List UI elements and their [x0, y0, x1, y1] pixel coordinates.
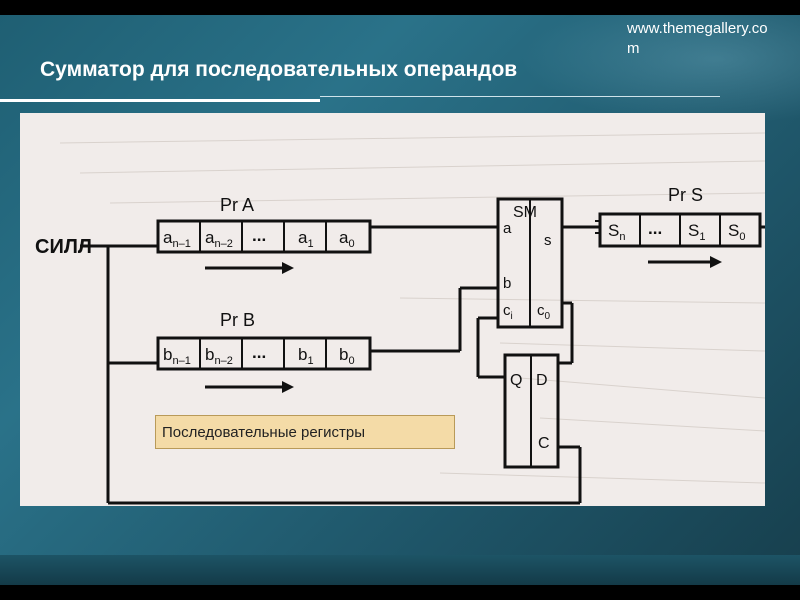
- adder-block: SM a s b ci c0: [498, 199, 562, 327]
- trigger-c: C: [538, 435, 550, 452]
- bottom-band: [0, 555, 800, 585]
- register-s-cell: Sn: [608, 221, 625, 243]
- shift-arrowhead-s: [710, 256, 722, 268]
- adder-carry-in: ci: [503, 302, 513, 322]
- register-b-cell: ...: [252, 343, 266, 362]
- registers-caption: Последовательные регистры: [155, 415, 455, 449]
- register-a-cell: a0: [339, 228, 355, 250]
- register-b-name: Pr B: [220, 310, 255, 330]
- register-a-name: Pr A: [220, 195, 254, 215]
- adder-input-a: a: [503, 220, 512, 237]
- adder-output-s: s: [544, 232, 552, 249]
- register-b-cell: bn–1: [163, 345, 191, 367]
- adder-input-b: b: [503, 275, 511, 292]
- register-s-name: Pr S: [668, 185, 703, 205]
- register-a-cell: a1: [298, 228, 314, 250]
- register-s-cell: ...: [648, 219, 662, 238]
- trigger-d: D: [536, 372, 548, 389]
- register-b-cell: b1: [298, 345, 314, 367]
- register-a: Pr A an–1 an–2 ... a1 a0: [158, 195, 370, 274]
- title-underline-thick: [0, 99, 320, 102]
- register-b: Pr B bn–1 bn–2 ... b1 b0: [158, 310, 370, 393]
- adder-carry-out: c0: [537, 302, 551, 322]
- serial-adder-diagram: СИЛЛ Pr A an–1 an–2 ... a1 a0: [20, 113, 765, 506]
- register-b-cell: b0: [339, 345, 355, 367]
- adder-name: SM: [513, 204, 537, 221]
- slide: www.themegallery.com Сумматор для послед…: [0, 15, 800, 585]
- title-underline-thin: [320, 96, 720, 97]
- shift-arrowhead-b: [282, 381, 294, 393]
- trigger-q: Q: [510, 372, 522, 389]
- register-a-cell: an–1: [163, 228, 191, 250]
- register-s: Pr S Sn ... S1 S0: [600, 185, 760, 268]
- register-a-cell: an–2: [205, 228, 233, 250]
- shift-arrowhead-a: [282, 262, 294, 274]
- register-a-cell: ...: [252, 226, 266, 245]
- slide-title: Сумматор для последовательных операндов: [40, 58, 517, 82]
- register-s-cell: S1: [688, 221, 705, 243]
- register-b-cell: bn–2: [205, 345, 233, 367]
- input-label: СИЛЛ: [35, 236, 92, 258]
- website-url: www.themegallery.com: [627, 19, 777, 59]
- d-trigger: Q D C: [505, 355, 558, 467]
- register-s-cell: S0: [728, 221, 745, 243]
